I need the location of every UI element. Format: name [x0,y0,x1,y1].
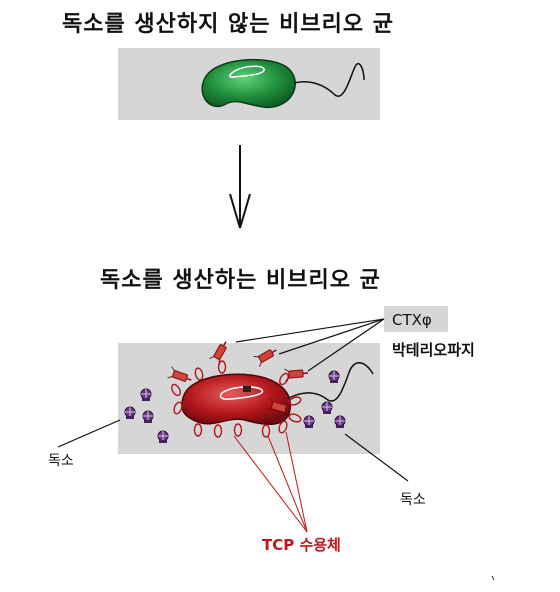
flagellum-top [293,63,365,97]
label-ctx-phi: CTXφ [392,311,432,329]
toxin-pointer-right [344,433,409,482]
tcp-pointer-lines [233,431,308,533]
arrow-down [229,145,251,229]
bacterium-toxic [181,362,374,425]
label-toxin-right: 독소 [400,492,426,508]
corner-mark [491,575,495,581]
label-tcp-receptor: TCP 수용체 [262,536,341,554]
bacterium-nontoxic [201,58,365,109]
toxin-pointer-left [57,419,121,448]
label-bacteriophage: 박테리오파지 [392,341,475,359]
ctx-label-box [384,306,448,332]
ctx-pointer-lines [235,318,385,372]
flagellum-bottom [288,362,374,402]
ctx-insert [243,386,251,392]
label-toxin-left: 독소 [48,453,74,469]
title-toxic: 독소를 생산하는 비브리오 균 [100,268,381,293]
plasmid-top [229,65,265,78]
title-nontoxic: 독소를 생산하지 않는 비브리오 균 [62,12,394,37]
